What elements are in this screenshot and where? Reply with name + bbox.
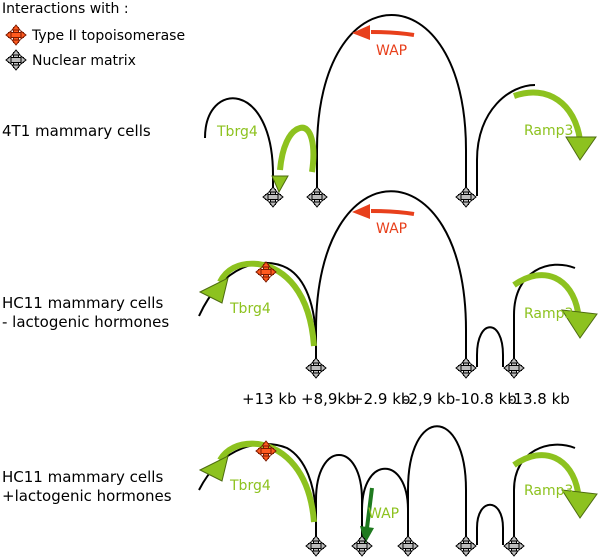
ramp3-gene-arrow	[512, 452, 581, 493]
wap-arrowhead	[360, 526, 374, 544]
gene-label-ramp3: Ramp3	[524, 306, 573, 322]
row-hc11-minus: HC11 mammary cells - lactogenic hormones…	[2, 190, 598, 408]
wap-arrowhead	[352, 25, 370, 40]
ramp3-gene-arrow	[512, 272, 581, 313]
gene-label-wap: WAP	[368, 506, 399, 522]
nuclear-matrix-icon	[306, 186, 328, 208]
nuclear-matrix-icon	[503, 535, 525, 557]
nuclear-matrix-icon	[455, 535, 477, 557]
tbrg4-arrowhead	[271, 175, 289, 194]
coordinate-label: +2.9 kb	[351, 390, 410, 408]
gene-label-wap: WAP	[376, 43, 407, 59]
row-hc11-plus: HC11 mammary cells +lactogenic hormones …	[2, 425, 598, 557]
wap-gene-arrow	[365, 487, 374, 529]
nuclear-matrix-icon	[5, 49, 27, 71]
coordinate-label: -10.8 kb	[455, 390, 517, 408]
chromatin-loop	[513, 443, 576, 545]
coordinate-label: +8,9kb	[301, 390, 356, 408]
tbrg4-gene-arrow	[277, 124, 317, 173]
chromatin-loop	[407, 425, 467, 545]
tbrg4-arrowhead	[198, 455, 229, 482]
legend-item-topoisomerase: Type II topoisomerase	[31, 28, 185, 44]
chromatin-loop	[476, 84, 536, 196]
coordinate-label: +13 kb	[242, 390, 297, 408]
tbrg4-gene-arrow	[217, 440, 317, 523]
gene-label-ramp3: Ramp3	[524, 483, 573, 499]
chromatin-loop	[315, 190, 467, 367]
chromatin-loop	[315, 454, 363, 545]
gene-label-tbrg4: Tbrg4	[216, 124, 258, 140]
nuclear-matrix-icon	[397, 535, 419, 557]
chromatin-loop	[316, 14, 467, 196]
chromatin-loop	[513, 263, 576, 367]
gene-label-wap: WAP	[376, 221, 407, 237]
row-label: HC11 mammary cells +lactogenic hormones	[2, 468, 172, 505]
coordinate-label: -13.8 kb	[508, 390, 570, 408]
topoisomerase-icon	[5, 24, 27, 46]
ramp3-gene-arrow	[513, 89, 583, 141]
row-label: 4T1 mammary cells	[2, 122, 151, 140]
nuclear-matrix-icon	[503, 357, 525, 379]
ramp3-arrowhead	[565, 136, 597, 161]
tbrg4-gene-arrow	[217, 260, 317, 347]
legend: Interactions with : Type II topoisomeras…	[2, 1, 185, 71]
chromatin-loop	[476, 326, 504, 367]
legend-title: Interactions with :	[2, 1, 129, 17]
wap-gene-arrow	[370, 209, 415, 216]
nuclear-matrix-icon	[305, 357, 327, 379]
row-label: HC11 mammary cells - lactogenic hormones	[2, 294, 169, 331]
chromatin-loop	[204, 97, 274, 196]
nuclear-matrix-icon	[455, 357, 477, 379]
nuclear-matrix-icon	[305, 535, 327, 557]
gene-label-tbrg4: Tbrg4	[229, 301, 271, 317]
row-4t1: 4T1 mammary cells WAP Tbrg4 Ramp3	[2, 14, 597, 208]
gene-label-tbrg4: Tbrg4	[229, 478, 271, 494]
coordinate-label: -2,9 kb	[403, 390, 455, 408]
tbrg4-arrowhead	[198, 277, 229, 304]
chromatin-loop	[198, 443, 317, 545]
nuclear-matrix-icon	[351, 535, 373, 557]
wap-arrowhead	[352, 204, 370, 219]
ramp3-arrowhead	[561, 489, 598, 519]
nuclear-matrix-icon	[455, 186, 477, 208]
gene-label-ramp3: Ramp3	[524, 123, 573, 139]
chromatin-loop	[476, 503, 504, 545]
ramp3-arrowhead	[561, 309, 598, 339]
legend-item-nuclear-matrix: Nuclear matrix	[32, 53, 136, 69]
wap-gene-arrow	[370, 30, 415, 37]
genomic-coordinates: +13 kb +8,9kb +2.9 kb -2,9 kb -10.8 kb -…	[242, 390, 570, 408]
